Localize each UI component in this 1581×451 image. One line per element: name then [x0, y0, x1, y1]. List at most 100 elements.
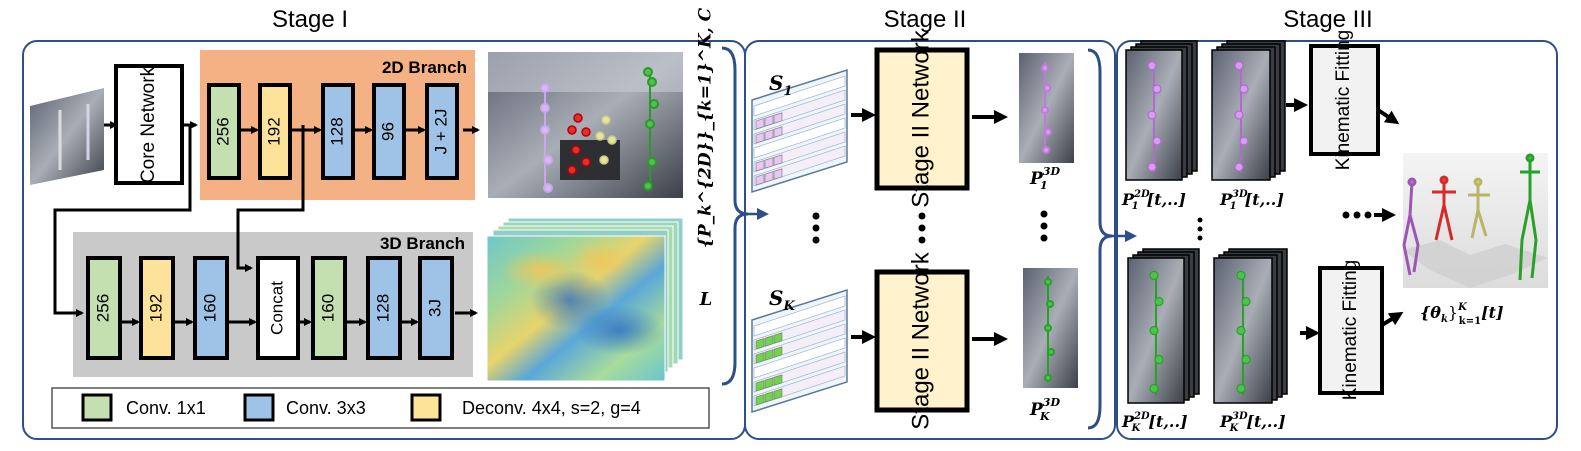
s1-label-main: S: [769, 71, 783, 95]
stage-1-title: Stage I: [272, 6, 348, 33]
stack-pk-3d-joint-4: [1236, 383, 1246, 394]
sk-label-main: S: [769, 286, 783, 310]
output-2d-label: {P_k^{2D}}_{k=1}^K, C: [696, 7, 716, 248]
stage2-network-label-1: Stage II Network: [907, 29, 934, 207]
kinematic-fitting-label-k: Kinematic Fitting: [1340, 260, 1361, 400]
sk-row-0: [753, 295, 846, 337]
output-2d-label-text: {P_k^{2D}}_{k=1}^K, C: [696, 7, 716, 248]
stack-pk-3d-joint-2: [1236, 325, 1246, 336]
stack-pk-3d-joint-3: [1241, 354, 1251, 365]
sk-cell-1-1: [764, 335, 774, 347]
stack-p1-3d-joint-3: [1239, 136, 1249, 146]
s1-cell-4-0: [755, 160, 765, 172]
p1-3d-sup: 3D: [1043, 165, 1061, 178]
sk-cell-5-0: [755, 394, 765, 406]
s1-cell-5-1: [764, 171, 774, 183]
stack-p1-3d-joint-0: [1234, 60, 1244, 71]
sk-cell-1-0: [755, 338, 765, 350]
stack-pk-3d-joint-1: [1241, 296, 1251, 307]
stack-pk-2d-joint-1: [1154, 296, 1164, 307]
branch-3d-layer-0: [86, 256, 122, 360]
keypoint-image: [488, 52, 683, 198]
input-image: [30, 88, 104, 185]
sk-cell-5-1: [764, 391, 774, 403]
ellipsis-stage3-right: [1342, 211, 1372, 219]
ellipsis-stage3-left: [1197, 217, 1203, 241]
s1-cell-4-1: [764, 157, 774, 169]
branch-2d-title: 2D Branch: [382, 58, 467, 77]
pk-3d-main: P: [1029, 400, 1044, 420]
branch-2d-layer-3: [372, 83, 406, 180]
stack-p1-3d-joint-4: [1234, 162, 1244, 172]
stack-pk-2d-joint-0: [1149, 270, 1159, 280]
branch-3d-layer-label-4: 160: [318, 294, 337, 322]
stack-p1-2d-joint-0: [1147, 60, 1157, 71]
stage-2-frame: [744, 40, 1116, 440]
stack-pk-2d-joint-4: [1149, 383, 1159, 394]
stack-p1-3d-joint-1: [1239, 84, 1249, 94]
legend-label-conv1x1: Conv. 1x1: [126, 398, 206, 418]
theta-time: [t]: [1481, 303, 1504, 322]
stage2-network-box-k: [874, 269, 970, 413]
arrow-fittingk-result: [1380, 311, 1404, 327]
pk-3d-sup: 3D: [1043, 396, 1061, 409]
s1-cell-4-2: [773, 154, 783, 166]
pk-2d-time: [t,..]: [1148, 412, 1187, 431]
location-map-stack: [486, 217, 684, 382]
arrow-core-to-3d: [53, 125, 192, 317]
sk-cell-4-1: [764, 377, 774, 389]
sk-label: SK: [769, 286, 795, 314]
p1-3d-s3-time: [t,..]: [1245, 190, 1284, 209]
stack-p1-2d-joint-3: [1152, 136, 1162, 146]
stage3-pose-stacks: [1125, 40, 1288, 404]
stack-pk-2d-joint-2: [1149, 325, 1159, 336]
stage2-network-label-k: Stage II Network: [907, 251, 934, 429]
p1-2d-main: P: [1121, 190, 1135, 209]
legend-box: [51, 387, 710, 429]
p1-3d-s3-main: P: [1219, 190, 1233, 209]
sk-cell-5-2: [773, 388, 783, 400]
s1-feature-sheet: [751, 68, 848, 194]
p1-2d-time: [t,..]: [1147, 190, 1186, 209]
sk-cell-2-1: [764, 349, 774, 361]
pk-2d-main: P: [1121, 412, 1135, 431]
branch-3d-layer-label-2: 160: [200, 294, 219, 322]
branch-3d-layer-label-1: 192: [146, 294, 165, 322]
s1-cell-1-0: [755, 118, 765, 130]
skeleton-3d-result: [1402, 153, 1548, 288]
legend-label-deconv: Deconv. 4x4, s=2, g=4: [462, 398, 641, 418]
s1-cell-2-1: [764, 129, 774, 141]
pk-3d-sub: K: [1039, 410, 1050, 423]
stack-pk-3d-joint-0: [1236, 270, 1246, 280]
branch-2d-layer-label-2: 128: [327, 117, 346, 145]
sk-cell-2-2: [773, 346, 783, 358]
ellipsis-stage2: [812, 210, 1048, 244]
s1-label: S1: [769, 71, 793, 99]
p1-3d-sub: 1: [1040, 179, 1048, 192]
sk-cell-2-0: [755, 352, 765, 364]
pose-3d-thumb-1: [1019, 53, 1074, 163]
branch-3d-layer-label-0: 256: [93, 294, 112, 322]
sk-cell-1-2: [773, 332, 783, 344]
branch-3d-layer-6: [418, 256, 454, 360]
pk-3d-s3-time: [t,..]: [1246, 412, 1285, 431]
branch-2d-layer-label-1: 192: [264, 117, 283, 145]
stage-3-title: Stage III: [1283, 6, 1372, 33]
core-network-box: [114, 64, 184, 185]
arrow-fitting1-result: [1376, 108, 1400, 125]
p1-3d-s3-sub: 1: [1230, 201, 1237, 212]
legend-swatch-conv1x1: [81, 393, 113, 422]
branch-2d-layer-label-3: 96: [378, 122, 397, 141]
sk-label-sub: K: [782, 299, 795, 314]
s1-row-0: [753, 75, 846, 117]
branch-3d-layer-2: [193, 256, 229, 360]
sk-cell-4-0: [755, 380, 765, 392]
theta-sub: k: [1441, 314, 1448, 325]
